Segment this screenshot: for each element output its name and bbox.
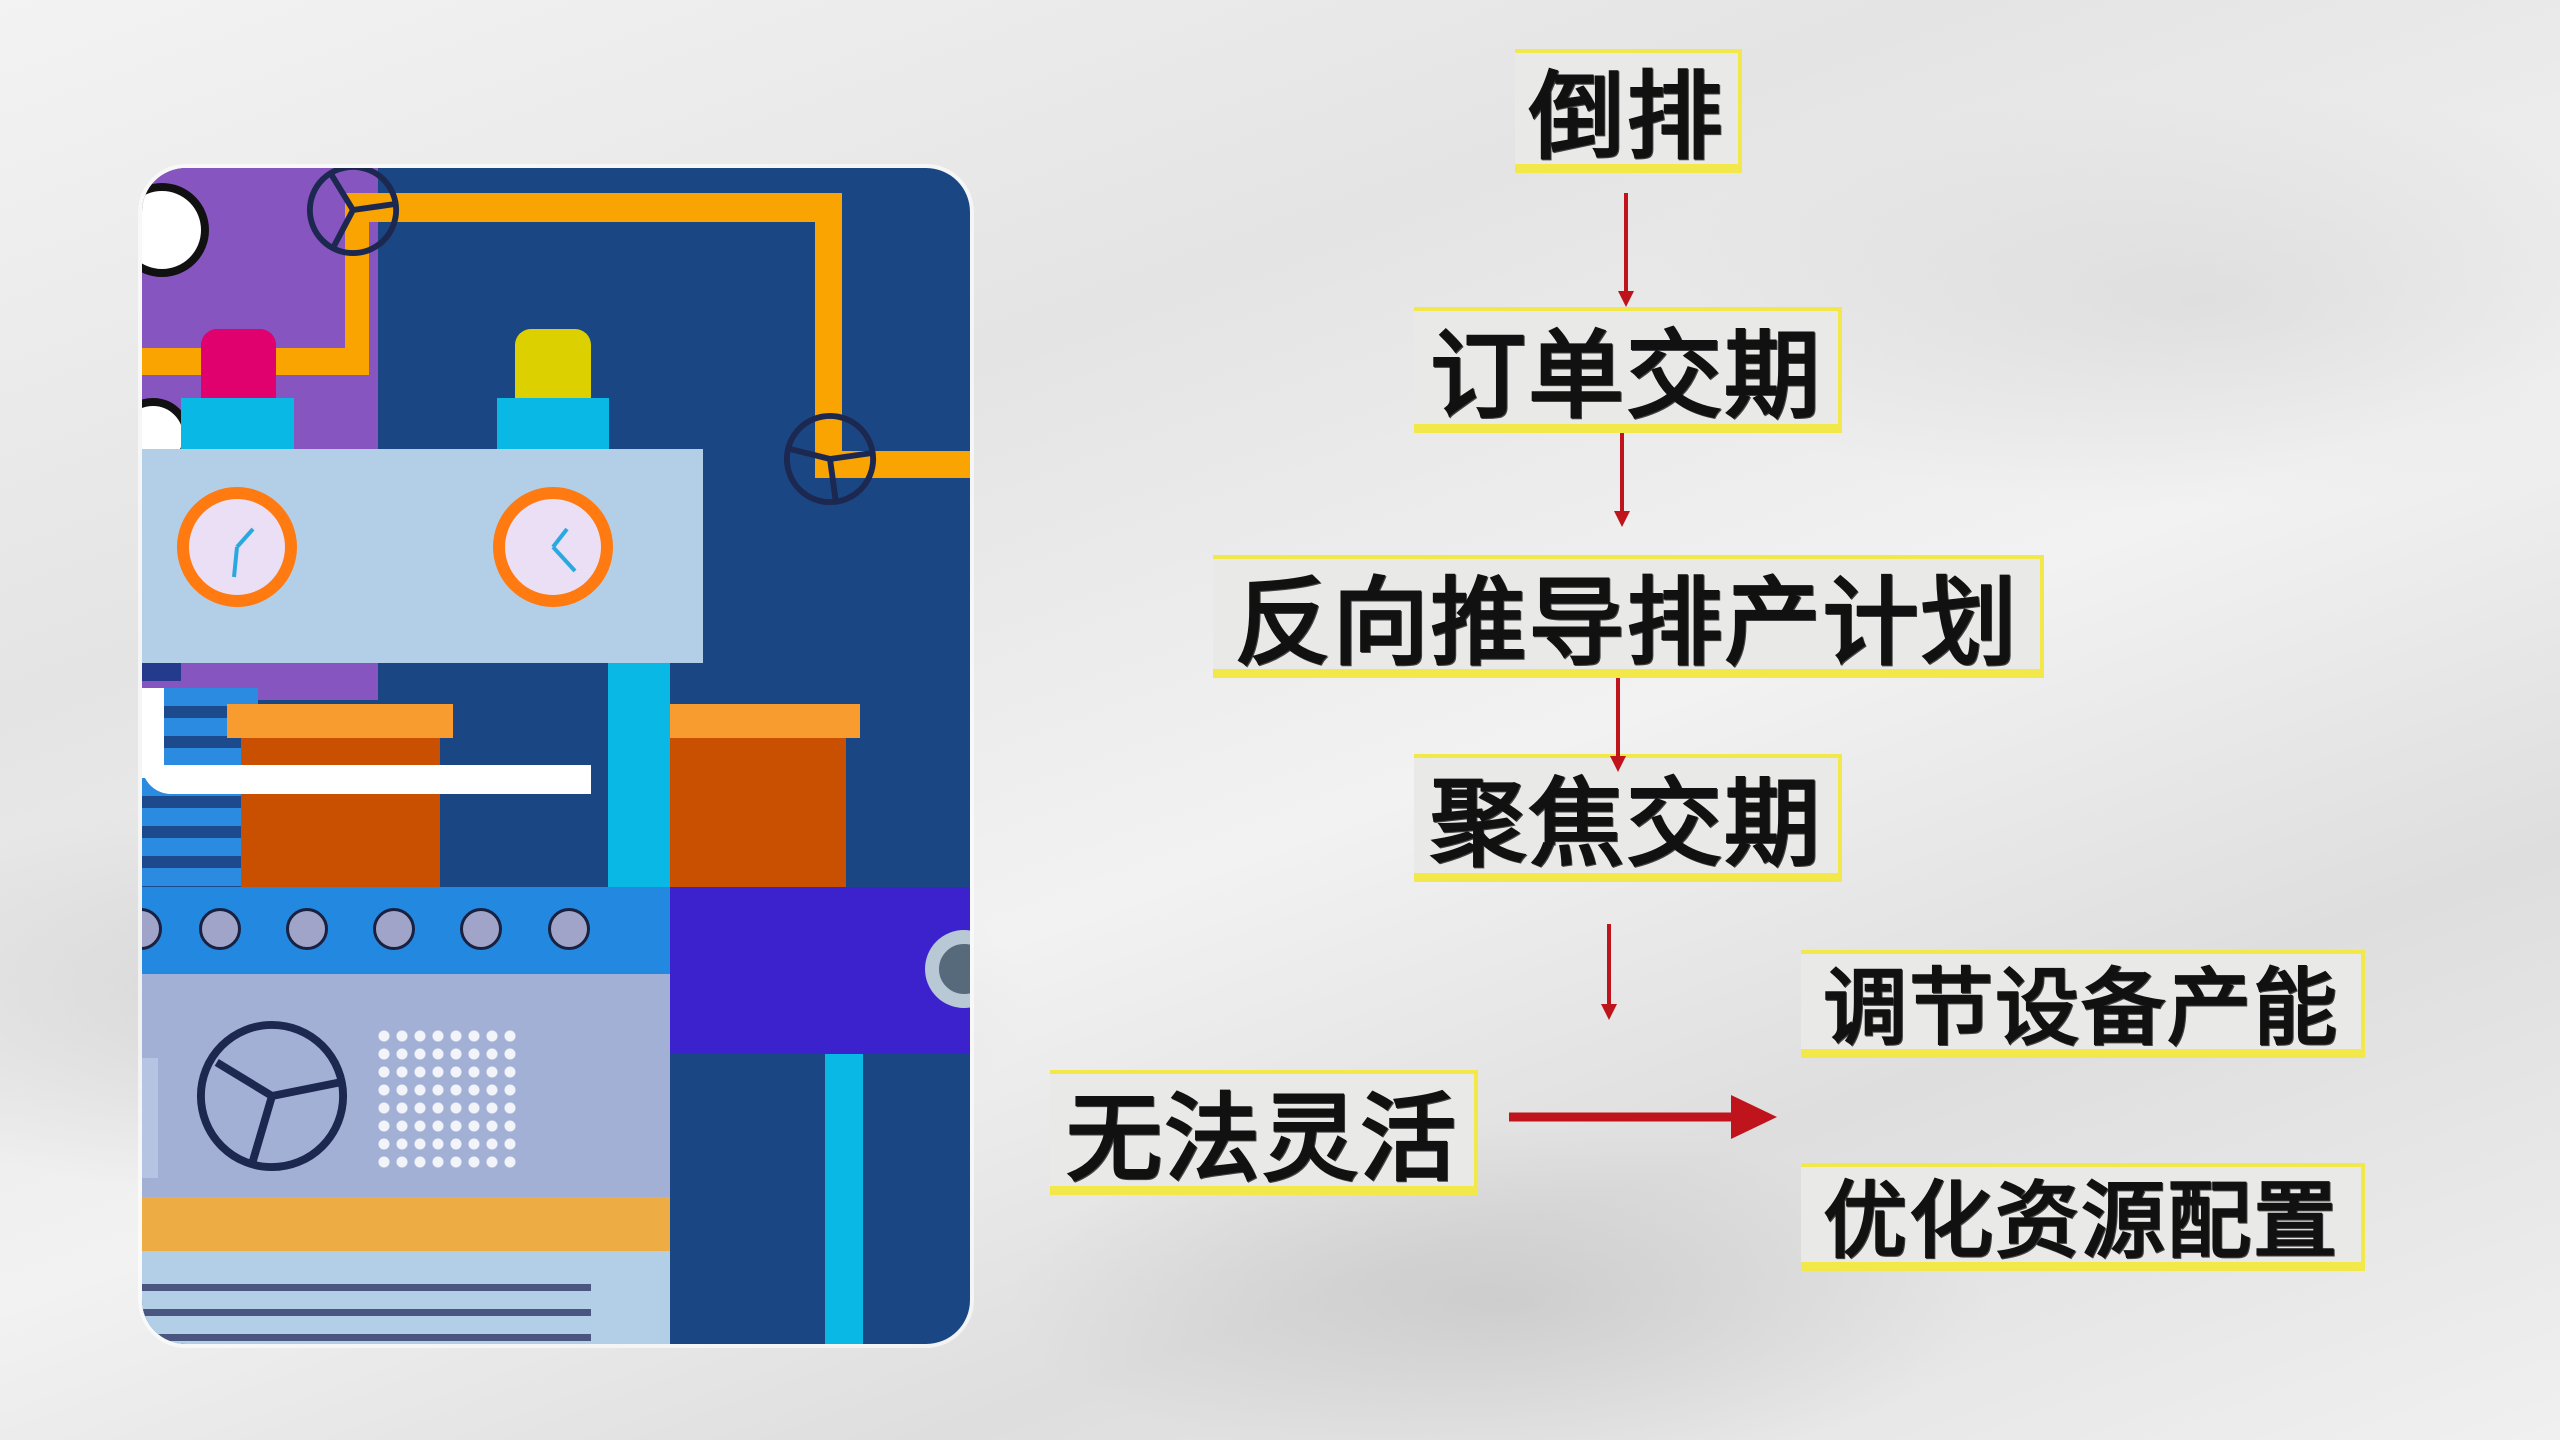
- clock-icon: [493, 487, 613, 607]
- orange-box-lid: [670, 704, 860, 738]
- arrow-right-icon: [1509, 1095, 1777, 1139]
- arrow-down-icon: [1618, 193, 1634, 307]
- pipe: [815, 193, 842, 478]
- step-backward-plan: 反向推导排产计划: [1213, 555, 2044, 679]
- roller: [460, 908, 502, 950]
- step-order-delivery: 订单交期: [1414, 307, 1842, 433]
- valve-icon: [306, 168, 400, 257]
- cyan-column: [608, 663, 670, 887]
- roller: [548, 908, 590, 950]
- base-stripe: [142, 1284, 591, 1291]
- problem-inflexible: 无法灵活: [1050, 1070, 1478, 1195]
- yellow-button: [515, 329, 591, 401]
- orange-box: [670, 738, 846, 887]
- orange-strip: [142, 1197, 670, 1251]
- base-stripe: [142, 1334, 591, 1341]
- factory-illustration: [142, 168, 970, 1344]
- white-pipe: [142, 765, 591, 794]
- arrow-down-icon: [1614, 433, 1630, 527]
- speaker-grille: [375, 1027, 519, 1171]
- base-stripe: [142, 1309, 591, 1316]
- white-pipe: [142, 688, 164, 778]
- roller: [373, 908, 415, 950]
- wheel-icon: [196, 1020, 348, 1172]
- pipe: [345, 193, 842, 222]
- step-focus-delivery: 聚焦交期: [1414, 754, 1842, 882]
- arrow-down-icon: [1610, 678, 1626, 772]
- outcome-adjust-capacity: 调节设备产能: [1801, 950, 2365, 1058]
- arrow-down-icon: [1601, 924, 1617, 1020]
- step-reverse-scheduling: 倒排: [1515, 49, 1742, 173]
- dark-tab: [142, 663, 181, 681]
- indigo-block: [670, 887, 970, 1054]
- side-strip: [142, 1058, 158, 1178]
- valve-icon: [783, 412, 877, 506]
- clock-icon: [177, 487, 297, 607]
- roller: [199, 908, 241, 950]
- button-base: [497, 398, 609, 451]
- roller: [286, 908, 328, 950]
- outcome-optimize-resources: 优化资源配置: [1801, 1163, 2365, 1271]
- button-base: [181, 398, 294, 451]
- pink-button: [201, 329, 276, 401]
- orange-box-lid: [227, 704, 453, 738]
- base-panel: [142, 1251, 670, 1344]
- orange-box: [241, 738, 440, 887]
- cyan-pipe: [825, 1054, 863, 1344]
